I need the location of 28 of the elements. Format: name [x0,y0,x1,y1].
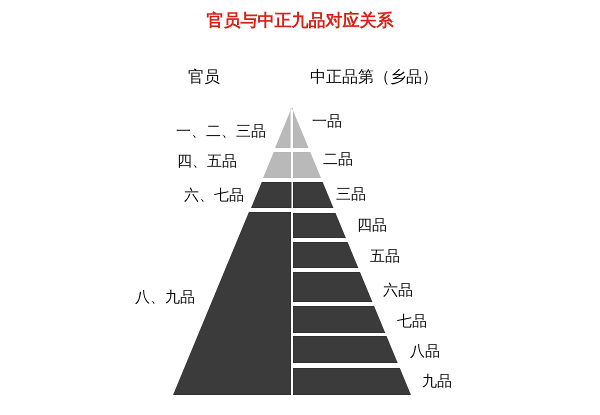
grade-label: 一品 [312,112,342,130]
grade-label: 四品 [357,216,387,234]
grade-label: 一、二、三品 [176,122,266,140]
column-heading: 中正品第（乡品） [310,68,438,86]
pyramid-band [293,108,309,148]
pyramid-band [293,213,346,238]
pyramid-band [293,272,372,302]
pyramid-band [293,152,322,178]
pyramid-band [262,152,291,178]
grade-label: 六、七品 [184,186,244,204]
pyramid-band [293,336,398,363]
column-heading: 官员 [188,68,220,86]
pyramid-band [293,368,411,395]
grade-label: 六品 [383,281,413,299]
grade-label: 四、五品 [177,152,237,170]
grade-label: 二品 [323,150,353,168]
diagram-title: 官员与中正九品对应关系 [206,12,394,30]
grade-label: 三品 [336,185,366,203]
grade-label: 八品 [410,342,440,360]
pyramid-band [293,182,334,208]
grade-label: 五品 [370,247,400,265]
pyramid-band [250,182,291,208]
grade-label: 七品 [397,312,427,330]
pyramid-band [293,242,358,268]
pyramid-band [293,306,386,333]
grade-label: 八、九品 [135,288,195,306]
pyramid-band [275,108,291,148]
grade-label: 九品 [422,372,452,390]
